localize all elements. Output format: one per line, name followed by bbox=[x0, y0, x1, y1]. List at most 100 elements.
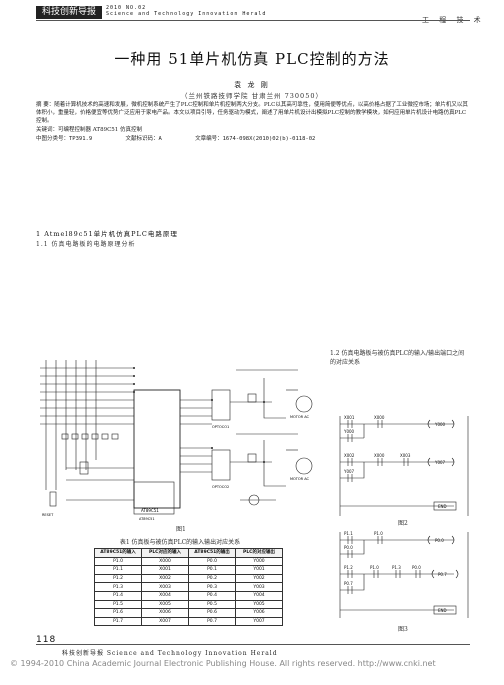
footer-rule bbox=[36, 644, 470, 645]
section-1-1-heading: 1.1 仿真电路板的电路原理分析 bbox=[36, 241, 136, 248]
figure-1-caption: 图1 bbox=[176, 526, 186, 533]
table-cell: P0.0 bbox=[188, 556, 236, 567]
table-cell: Y002 bbox=[235, 573, 283, 584]
coil-label: P0.7 bbox=[438, 572, 447, 577]
table-cell: P0.3 bbox=[188, 582, 236, 592]
paper-title: 一种用 51单片机仿真 PLC控制的方法 bbox=[114, 50, 390, 68]
contact-label: X003 bbox=[400, 453, 411, 458]
table-cell: P0.6 bbox=[188, 608, 236, 618]
footer-journal: 科技创新导报 Science and Technology Innovation… bbox=[62, 650, 278, 657]
table-cell: Y006 bbox=[235, 608, 283, 618]
table-1-title: 表1 仿真板与被仿真PLC的输入输出对应关系 bbox=[119, 539, 241, 546]
table-cell: P1.4 bbox=[94, 590, 142, 601]
header-journal-english: Science and Technology Innovation Herald bbox=[106, 11, 267, 17]
table-cell: P1.0 bbox=[94, 556, 142, 567]
end-label: END bbox=[438, 608, 447, 613]
classification-line: 中图分类号：TP391.9 文献标识码：A 文章编号：1674-098X(201… bbox=[36, 135, 470, 143]
table-cell: Y004 bbox=[235, 590, 283, 601]
table-cell: P0.4 bbox=[188, 590, 236, 601]
clc-number: 中图分类号：TP391.9 bbox=[36, 136, 93, 142]
section-1-heading: 1 Atmel89c51单片机仿真PLC电路原理 bbox=[36, 230, 178, 238]
plc-ladder-diagram: X001 X000 Y000 Y000 X002 X000 X003 Y007 … bbox=[339, 415, 469, 516]
io-mapping-table: AT89C51的输入 PLC对应的输入 AT89C51的输出 PLC的对应输出 … bbox=[94, 548, 283, 627]
circuit-schematic: AT89C51 AT89C51 OPTOCO1 OPTOCO2 MOTOR AC… bbox=[40, 360, 313, 521]
table-cell: X004 bbox=[141, 590, 189, 601]
coil-label: Y000 bbox=[434, 422, 446, 427]
contact-label: P1.3 bbox=[392, 565, 401, 570]
section-1-2-heading: 1.2 仿真电路板与被仿真PLC的输入/输出端口之间的对应关系 bbox=[330, 350, 465, 366]
table-header-row: AT89C51的输入 PLC对应的输入 AT89C51的输出 PLC的对应输出 bbox=[94, 548, 283, 558]
contact-label: X002 bbox=[344, 453, 355, 458]
contact-label: P1.1 bbox=[344, 531, 353, 536]
table-cell: X001 bbox=[141, 565, 189, 575]
figure-3-caption: 图3 bbox=[398, 626, 408, 633]
contact-label: P1.0 bbox=[374, 531, 383, 536]
table-cell: P0.5 bbox=[188, 599, 236, 610]
contact-label: X001 bbox=[344, 415, 355, 420]
motor1-label: MOTOR AC bbox=[290, 415, 310, 419]
opto2-label: OPTOCO2 bbox=[212, 485, 229, 489]
contact-label: P0.0 bbox=[344, 545, 353, 550]
motor2-label: MOTOR AC bbox=[290, 477, 310, 481]
table-cell: X000 bbox=[141, 556, 189, 567]
table-cell: P0.1 bbox=[188, 565, 236, 575]
journal-badge: 科技创新导报 bbox=[36, 6, 102, 19]
header-year-issue: 2010 NO.02 bbox=[106, 5, 147, 11]
article-id: 文章编号：1674-098X(2010)02(b)-0118-02 bbox=[195, 136, 316, 142]
page-number: 118 bbox=[36, 635, 57, 645]
table-cell: X007 bbox=[141, 616, 189, 627]
end-label: END bbox=[438, 504, 447, 509]
table-cell: P1.6 bbox=[94, 608, 142, 618]
reset-label: RESET bbox=[42, 513, 54, 517]
table-cell: X003 bbox=[141, 582, 189, 592]
coil-label: P0.0 bbox=[435, 538, 444, 543]
author: 袁 龙 刚 bbox=[234, 81, 270, 89]
contact-label: Y000 bbox=[343, 429, 355, 434]
table-cell: X002 bbox=[141, 573, 189, 584]
copyright-line: © 1994-2010 China Academic Journal Elect… bbox=[10, 659, 436, 668]
table-cell: Y003 bbox=[235, 582, 283, 592]
header-rule bbox=[36, 20, 470, 21]
table-cell: X005 bbox=[141, 599, 189, 610]
contact-label: Y007 bbox=[343, 469, 355, 474]
contact-label: X000 bbox=[374, 415, 385, 420]
column-header: PLC的对应输出 bbox=[235, 548, 283, 558]
table-cell: X006 bbox=[141, 608, 189, 618]
table-cell: Y005 bbox=[235, 599, 283, 610]
table-cell: Y000 bbox=[235, 556, 283, 567]
affiliation: （兰州铁路技师学院 甘肃兰州 730050） bbox=[181, 92, 323, 100]
table-cell: P1.5 bbox=[94, 599, 142, 610]
keywords: 关键词：可编程控制器 AT89C51 仿真控制 bbox=[36, 127, 143, 133]
contact-label: P0.0 bbox=[412, 565, 421, 570]
table-cell: P1.3 bbox=[94, 582, 142, 592]
contact-label: P0.7 bbox=[344, 581, 353, 586]
contact-label: X000 bbox=[374, 453, 385, 458]
table-cell: P1.7 bbox=[94, 616, 142, 627]
document-code: 文献标识码：A bbox=[125, 136, 162, 142]
table-cell: Y007 bbox=[235, 616, 283, 627]
chip1-label: AT89C51 bbox=[141, 508, 159, 513]
abstract: 摘 要：随着计算机技术的高速和发展，微机控制系统产生了PLC控制和单片机控制两大… bbox=[36, 102, 468, 124]
mcu-ladder-diagram: P1.1 P1.0 P0.0 P0.0 P1.2 P1.0 P1.3 P0.0 … bbox=[339, 531, 469, 618]
table-cell: P1.2 bbox=[94, 573, 142, 584]
column-header: AT89C51的输出 bbox=[188, 548, 236, 558]
table-cell: P0.2 bbox=[188, 573, 236, 584]
table-cell: P0.7 bbox=[188, 616, 236, 627]
coil-label: Y007 bbox=[434, 460, 446, 465]
chip2-label: AT89C51 bbox=[139, 517, 155, 521]
column-header: PLC对应的输入 bbox=[141, 548, 189, 558]
column-header: AT89C51的输入 bbox=[94, 548, 142, 558]
contact-label: P1.2 bbox=[344, 565, 353, 570]
table-cell: P1.1 bbox=[94, 565, 142, 575]
figure-2-caption: 图2 bbox=[398, 520, 408, 527]
opto1-label: OPTOCO1 bbox=[212, 425, 229, 429]
table-cell: Y001 bbox=[235, 565, 283, 575]
